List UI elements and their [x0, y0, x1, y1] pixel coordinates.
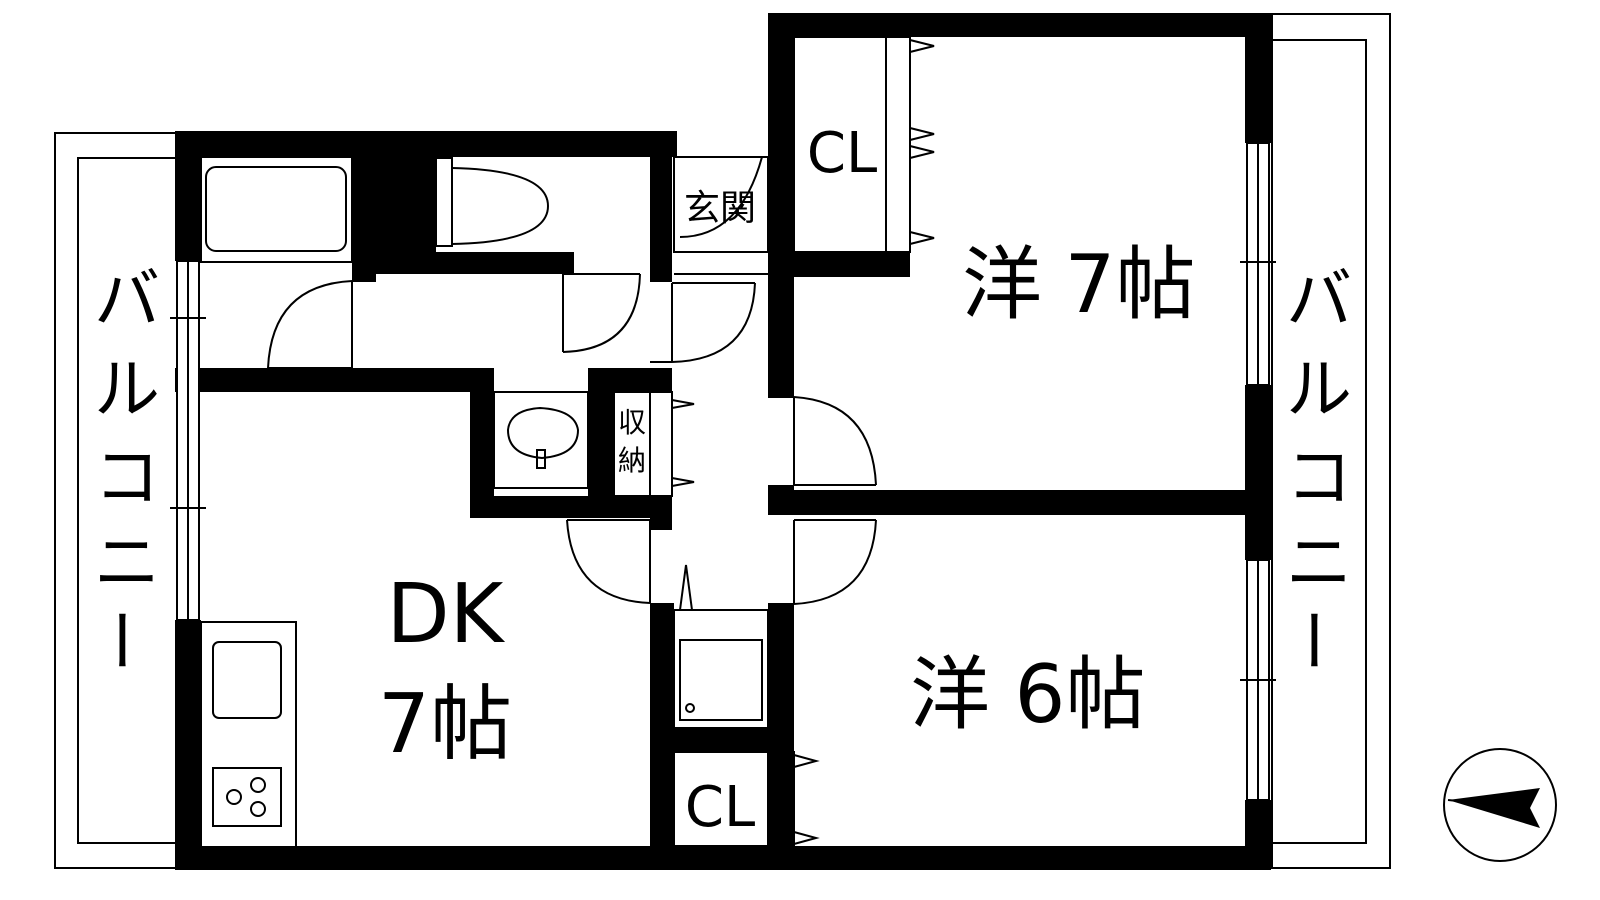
bathtub-icon [200, 156, 353, 263]
balcony-right-char: バ [1286, 261, 1352, 338]
kitchen-counter [200, 621, 297, 848]
doors [267, 273, 877, 605]
balcony-right-char: ー [1273, 607, 1350, 673]
walls [175, 13, 1271, 870]
room-western-6: 洋 6帖 [910, 648, 1145, 741]
entrance-label: 玄関 [684, 188, 756, 229]
balcony-left-char: コ [94, 439, 160, 516]
balcony-right-label: バ ル コ ニ ー [1273, 261, 1352, 673]
compass-icon [1443, 748, 1557, 862]
closet-top [793, 36, 935, 253]
balcony-right [1271, 13, 1391, 869]
room-western-7: 洋 7帖 [962, 238, 1195, 331]
room-western-7-kanji: 洋 [962, 238, 1042, 331]
balcony-left-char: ニ [94, 524, 160, 601]
room-western-6-size: 6帖 [1015, 648, 1146, 741]
balcony-left-label: バ ル コ ニ ー [81, 261, 160, 673]
balcony-left-char: ー [81, 607, 158, 673]
windows [170, 142, 1276, 801]
laundry-pan-icon [673, 564, 769, 729]
balcony-right-char: コ [1286, 439, 1352, 516]
room-western-7-size: 7帖 [1065, 238, 1196, 331]
room-dk: DK 7帖 [378, 567, 512, 772]
room-dk-size: 7帖 [378, 677, 512, 772]
closet-bottom-label: CL [685, 775, 755, 840]
storage-label-2: 納 [618, 444, 646, 477]
entrance-area [673, 156, 769, 275]
closet-top-label: CL [807, 121, 877, 186]
balcony-left-char: ル [94, 351, 160, 428]
closet-bottom [673, 751, 820, 847]
room-dk-name: DK [387, 567, 506, 662]
storage-label-1: 収 [618, 406, 646, 439]
stove-burners-icon [226, 777, 266, 817]
room-western-6-kanji: 洋 [910, 648, 990, 741]
balcony-right-char: ル [1286, 351, 1352, 428]
balcony-right-char: ニ [1286, 524, 1352, 601]
storage-closet [613, 391, 695, 497]
balcony-left-char: バ [94, 261, 160, 338]
washbasin-icon [493, 391, 589, 489]
toilet-icon [435, 157, 550, 247]
